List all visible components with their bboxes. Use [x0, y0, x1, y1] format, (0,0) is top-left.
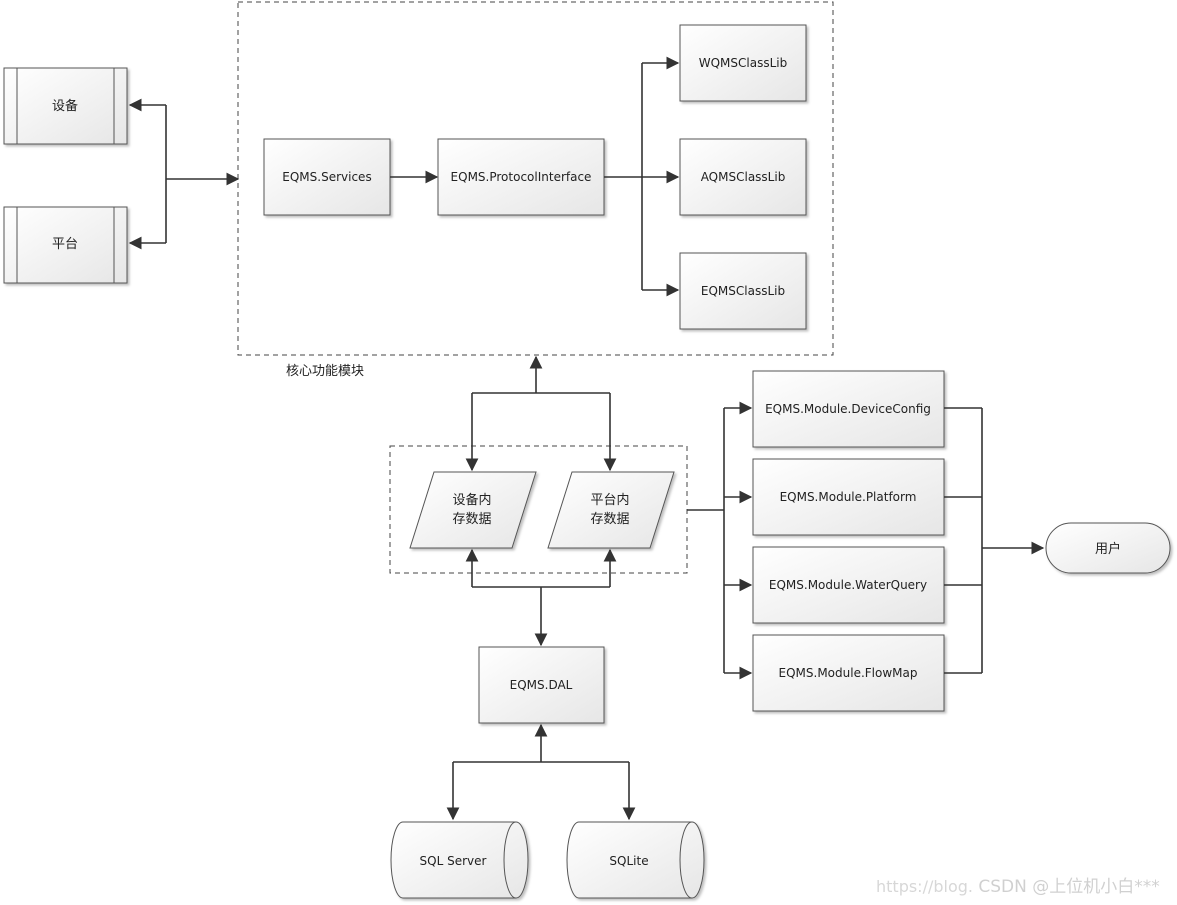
module-flowmap-box — [752, 634, 945, 712]
platform-memory-label-1: 平台内 — [590, 492, 629, 508]
platform-memory-data — [547, 471, 675, 549]
dal-to-db-connector — [446, 723, 636, 821]
module-waterquery-box — [752, 546, 945, 624]
dal-box — [478, 646, 605, 724]
watermark-text: CSDN @上位机小白*** — [978, 877, 1160, 897]
module-platform-label: EQMS.Module.Platform — [780, 490, 917, 504]
device-memory-label-2: 存数据 — [452, 512, 491, 527]
platform-node — [3, 206, 128, 284]
user-label: 用户 — [1095, 541, 1121, 557]
sqlserver-db — [390, 821, 529, 899]
sqlite-db — [566, 821, 705, 899]
platform-memory-label-2: 存数据 — [590, 512, 629, 527]
eqms-classlib-box — [679, 252, 807, 330]
aqms-label: AQMSClassLib — [701, 170, 786, 184]
platform-label: 平台 — [52, 237, 78, 252]
memory-to-modules-connector — [687, 401, 753, 680]
device-memory-data — [409, 471, 537, 549]
module-platform-box — [752, 458, 945, 536]
csdn-watermark: https://blog. CSDN @上位机小白*** — [876, 872, 1160, 897]
wqms-box — [679, 24, 807, 102]
protocol-label: EQMS.ProtocolInterface — [451, 170, 592, 184]
services-label: EQMS.Services — [282, 170, 371, 184]
module-flowmap-label: EQMS.Module.FlowMap — [779, 666, 918, 680]
device-memory-label-1: 设备内 — [452, 492, 491, 508]
protocol-to-libs-connector — [604, 56, 680, 297]
device-label: 设备 — [52, 98, 78, 114]
device-node — [3, 67, 128, 145]
module-deviceconfig-box — [752, 370, 945, 448]
module-waterquery-label: EQMS.Module.WaterQuery — [769, 578, 927, 592]
aqms-box — [679, 138, 807, 216]
eqms-classlib-label: EQMSClassLib — [701, 284, 785, 298]
memory-to-dal-connector — [465, 548, 617, 647]
modules-to-user-connector — [944, 407, 1045, 674]
watermark-url: https://blog. — [876, 877, 973, 896]
dal-label: EQMS.DAL — [510, 678, 573, 692]
device-platform-connector — [128, 98, 240, 250]
core-module-label: 核心功能模块 — [286, 364, 364, 379]
protocol-box — [437, 138, 605, 216]
module-deviceconfig-label: EQMS.Module.DeviceConfig — [765, 402, 931, 416]
memory-to-core-connector — [465, 355, 617, 472]
sqlserver-label: SQL Server — [420, 854, 487, 868]
wqms-label: WQMSClassLib — [699, 56, 788, 70]
user-terminal — [1045, 522, 1171, 574]
sqlite-label: SQLite — [609, 854, 648, 868]
services-box — [263, 138, 391, 216]
